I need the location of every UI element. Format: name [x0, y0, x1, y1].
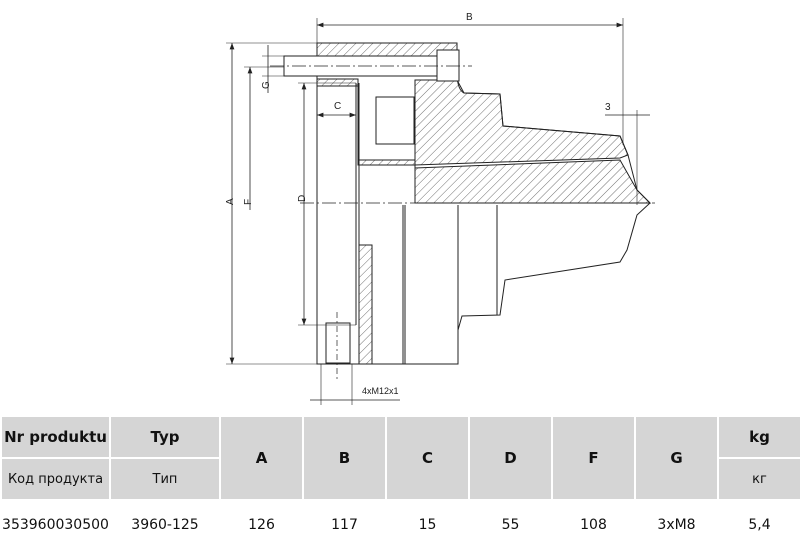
- dim-label-b: B: [466, 12, 473, 23]
- technical-drawing: B A F G D C 3 4xM12x1: [225, 12, 655, 405]
- cell-c: 15: [387, 501, 468, 540]
- header-c: C: [387, 417, 468, 499]
- table-row: 353960030500 3960-125 126 117 15 55 108 …: [2, 501, 800, 540]
- cell-a: 126: [221, 501, 302, 540]
- dim-label-g: G: [261, 81, 272, 89]
- dim-label-3: 3: [605, 102, 611, 113]
- cell-type: 3960-125: [111, 501, 219, 540]
- header-type-ru: Тип: [111, 459, 219, 499]
- cell-d: 55: [470, 501, 551, 540]
- dim-label-d: D: [297, 195, 308, 202]
- header-weight: kg: [719, 417, 800, 457]
- header-type: Typ: [111, 417, 219, 457]
- cell-f: 108: [553, 501, 634, 540]
- thread-label: 4xM12x1: [362, 386, 399, 396]
- cell-b: 117: [304, 501, 385, 540]
- header-g: G: [636, 417, 717, 499]
- dim-label-a: A: [225, 198, 236, 205]
- header-product-code-ru: Код продукта: [2, 459, 109, 499]
- cell-g: 3xM8: [636, 501, 717, 540]
- dim-label-c: C: [334, 101, 341, 112]
- header-f: F: [553, 417, 634, 499]
- header-b: B: [304, 417, 385, 499]
- cell-product-no: 353960030500: [2, 501, 109, 540]
- header-a: A: [221, 417, 302, 499]
- set-screw: [325, 322, 351, 364]
- header-d: D: [470, 417, 551, 499]
- header-product-no: Nr produktu: [2, 417, 109, 457]
- cell-weight: 5,4: [719, 501, 800, 540]
- header-weight-ru: кг: [719, 459, 800, 499]
- dim-label-f: F: [243, 199, 254, 205]
- spindle-nose-section: [414, 79, 629, 166]
- spec-table: Nr produktu Typ A B C D F G kg Код проду…: [0, 415, 800, 540]
